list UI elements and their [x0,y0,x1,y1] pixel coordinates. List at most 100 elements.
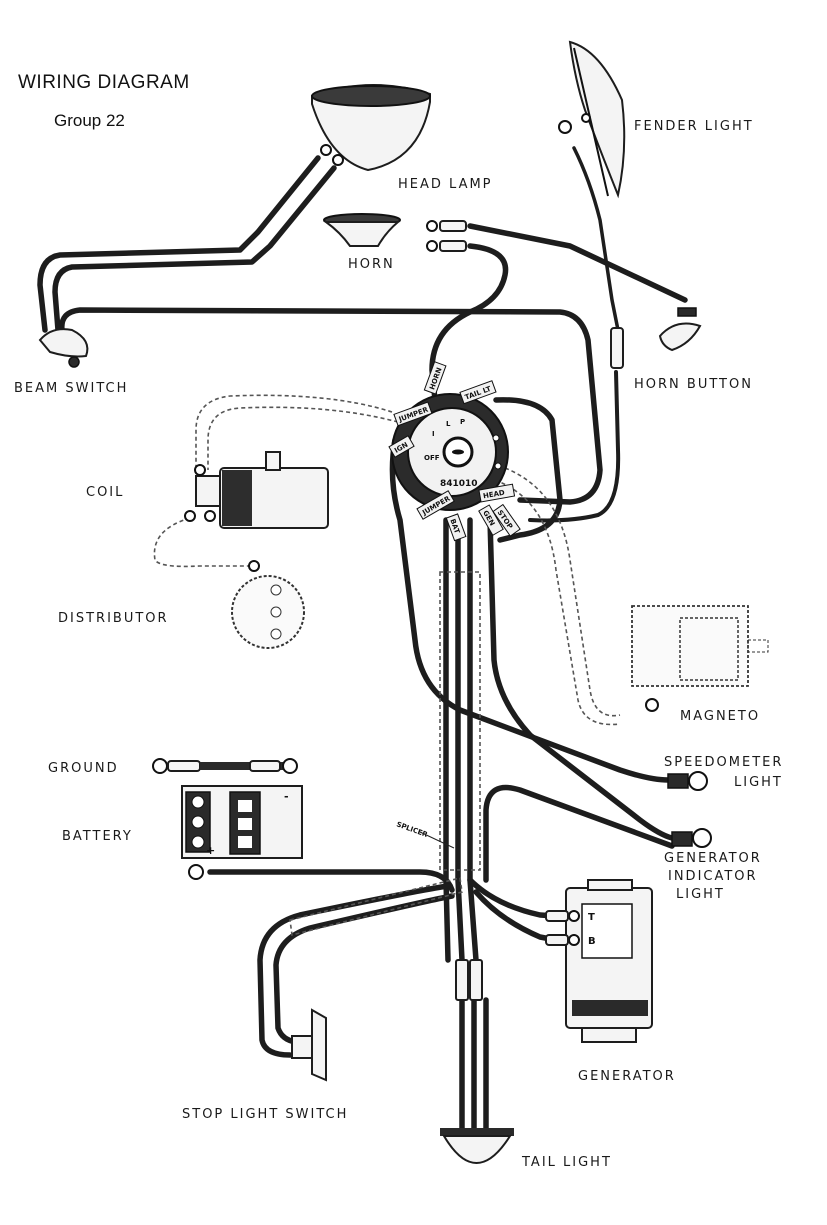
battery: + - [181,785,303,880]
diagram-subtitle: Group 22 [54,111,125,130]
fender-light-terminal [558,120,572,134]
stop-light-switch [291,1008,327,1082]
beam-switch-label: BEAM SWITCH [14,381,128,396]
indicator-label-3: LIGHT [676,887,725,902]
indicator-return-wire [483,784,675,883]
distributor-post-2 [270,606,282,618]
speedometer-label-2: LIGHT [734,775,783,790]
beam-switch [38,328,89,368]
stop-loom [289,877,463,936]
switch-pos-p: P [460,418,465,426]
head-lamp-terminal-2 [332,154,344,166]
distributor-cap [231,575,305,649]
switch-model: 841010 [440,479,478,489]
generator-indicator-wire [487,517,675,841]
generator-b-label: B [588,936,596,947]
horn-button [610,307,702,369]
stop-switch-body [291,1035,313,1059]
battery-wire [207,869,455,893]
stop-switch-plate [311,1008,327,1082]
head-lamp-cable-a [37,155,321,333]
tail-connector-2 [469,959,483,1001]
indicator-socket [671,831,693,847]
generator-connector-b [545,934,569,946]
head-lamp-label: HEAD LAMP [398,177,493,192]
coil-terminal-1 [194,464,206,476]
generator: T B [545,879,653,1043]
switch-pos-off: OFF [424,454,440,462]
distributor-post-1 [270,584,282,596]
generator-b-wire [473,889,559,943]
magneto-dashed-wire-1 [504,467,621,717]
horn-terminal-2 [426,240,438,252]
generator-pulley [581,1027,637,1043]
battery-positive: + [206,844,215,857]
head-lamp-cable-b [52,165,337,333]
battery-cell-1 [191,795,205,809]
indicator-bulb [692,828,712,848]
stop-switch-wire-b [273,893,455,1045]
ground-strap [152,758,298,774]
speedometer-label-1: SPEEDOMETER [664,755,783,770]
coil-bracket [265,451,281,471]
magneto [631,605,769,712]
fender-light-label: FENDER LIGHT [634,119,754,134]
ignition-switch: OFF I L P 841010 [391,393,509,511]
head-lamp-terminal-1 [320,144,332,156]
ground-terminal-right [282,758,298,774]
generator-terminal-b [568,934,580,946]
tail-light-loop-wire [493,397,563,543]
horn-label: HORN [348,257,395,272]
diagram-title: WIRING DIAGRAM [18,72,190,93]
switch-stud-1 [492,434,500,442]
horn-connector-2 [439,240,467,252]
fender-light-wire [572,146,620,332]
horn-terminal-1 [426,220,438,232]
tail-light-lens [442,1135,512,1164]
generator-cutout [581,903,633,959]
horn-button-label: HORN BUTTON [634,377,753,392]
stop-switch-wire-a [257,883,451,1058]
ground-strap-cable [200,762,290,770]
wiring-harness [37,146,688,1133]
battery-label: BATTERY [62,829,133,844]
switch-key-slot [452,449,464,455]
harness-loom [439,571,481,871]
coil-terminal-2 [184,510,196,522]
coil-label: COIL [86,485,124,500]
ground-label: GROUND [48,761,119,776]
generator-terminal-t [568,910,580,922]
alternate-wiring [153,394,621,726]
battery-cell-3 [191,835,205,849]
horn-connector-1 [439,220,467,232]
tail-light [440,1128,514,1164]
harness-wire-2 [455,519,465,963]
head-lamp-rim [311,85,431,107]
speedometer-light [667,771,708,791]
harness-wire-1 [443,517,451,963]
coil-dashed-wire-2 [207,406,399,470]
battery-plug-3 [238,836,252,848]
battery-negative: - [284,790,289,803]
fender-light [558,40,626,199]
speedometer-bulb [688,771,708,791]
ground-connector-left [167,760,201,772]
fender-light-screw [581,113,591,123]
generator-top-cap [587,879,633,891]
stop-light-switch-label: STOP LIGHT SWITCH [182,1107,348,1122]
battery-terminal [188,864,204,880]
tail-connectors [455,959,483,1001]
battery-plug-1 [238,800,252,812]
terminal-head: HEAD [482,489,505,501]
switch-stud-2 [494,462,502,470]
coil-end-cap [222,470,252,526]
generator-t-wire [467,877,559,919]
horn-button-body [658,322,702,352]
switch-pos-i: I [432,430,435,438]
generator-indicator-light [671,828,712,848]
coil-terminal-3 [204,510,216,522]
coil [184,451,329,529]
coil-dashed-wire-1 [195,394,393,470]
splicer-pointer [419,831,455,849]
distributor-post-3 [270,628,282,640]
